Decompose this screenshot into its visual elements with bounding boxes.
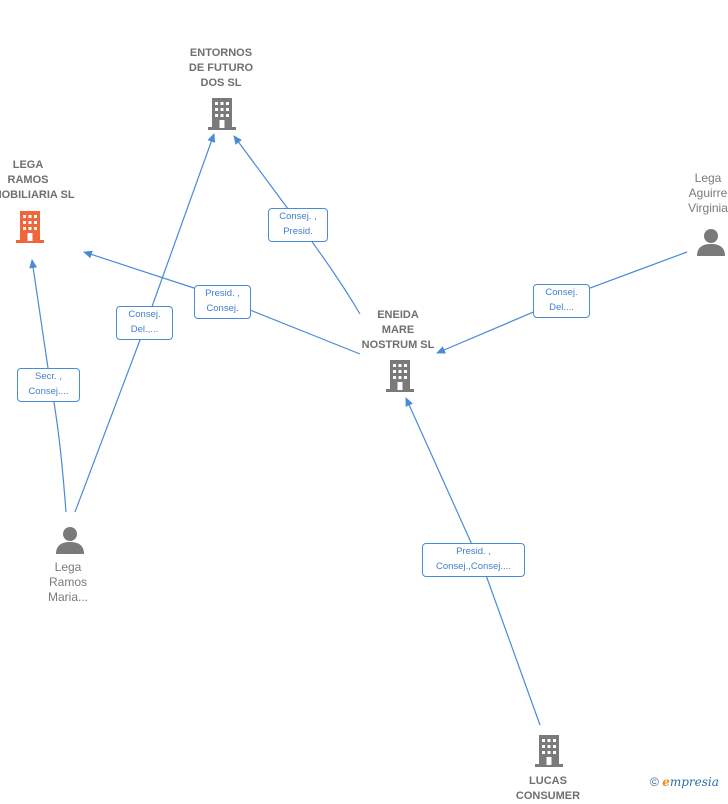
node-label-lega-maria[interactable]: Lega Ramos Maria...: [47, 560, 88, 604]
edge-label-maria-lega-ramos[interactable]: Secr. , Consej....: [17, 368, 80, 402]
copyright-symbol: ©: [650, 775, 659, 789]
edge-lucas-to-eneida: [405, 397, 541, 726]
node-label-eneida[interactable]: ENEIDA MARE NOSTRUM SL: [361, 309, 435, 351]
building-icon-highlight[interactable]: [14, 209, 46, 245]
node-label-lega-ramos[interactable]: LEGA RAMOS INMOBILIARIA SL: [0, 159, 75, 201]
edge-label-aguirre-eneida[interactable]: Consej. Del....: [533, 284, 590, 318]
node-label-lega-aguirre[interactable]: Lega Aguirre Virginia: [688, 171, 728, 215]
edge-label-eneida-entornos[interactable]: Consej. , Presid.: [268, 208, 328, 242]
node-label-entornos[interactable]: ENTORNOS DE FUTURO DOS SL: [188, 47, 254, 89]
edge-label-maria-entornos[interactable]: Consej. Del.,...: [116, 306, 173, 340]
brand-name: mpresia: [669, 775, 719, 789]
brand-logo-letter: e: [662, 775, 670, 789]
building-icon[interactable]: [384, 358, 416, 394]
node-label-lucas[interactable]: LUCAS CONSUMER: [515, 775, 581, 802]
person-icon[interactable]: [695, 226, 727, 258]
edge-aguirre-to-eneida: [436, 251, 688, 354]
edge-label-lucas-eneida[interactable]: Presid. , Consej.,Consej....: [422, 543, 525, 577]
brand-footer[interactable]: © empresia: [650, 775, 719, 789]
edge-label-eneida-lega-ramos[interactable]: Presid. , Consej.: [194, 285, 251, 319]
edge-maria-to-entornos: [74, 133, 216, 513]
person-icon[interactable]: [54, 524, 86, 556]
building-icon[interactable]: [206, 96, 238, 132]
building-icon[interactable]: [533, 733, 565, 769]
